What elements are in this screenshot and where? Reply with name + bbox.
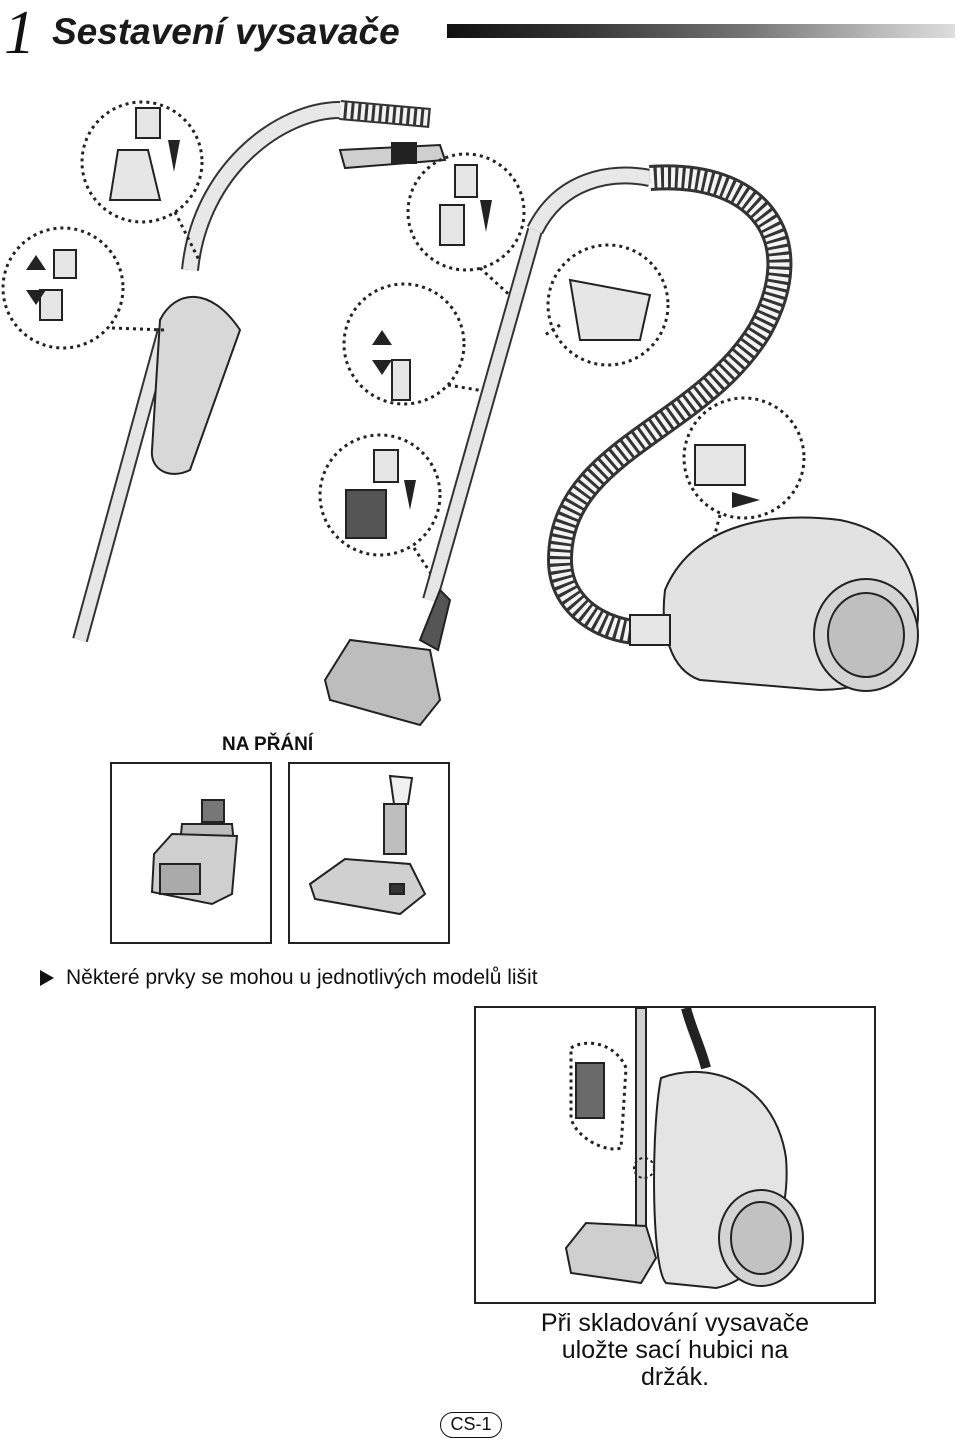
caption-line: uložte sací hubici na <box>561 1336 789 1364</box>
floor-nozzle-icon <box>308 774 427 916</box>
variation-note: Některé prvky se mohou u jednotlivých mo… <box>40 964 538 992</box>
turbo-brush-panel <box>110 762 272 944</box>
storage-caption: Při skladování vysavače uložte sací hubi… <box>514 1310 836 1391</box>
storage-illustration-panel <box>474 1006 876 1304</box>
caption-line: Při skladování vysavače <box>540 1309 810 1337</box>
page-number-badge: CS-1 <box>440 1412 502 1438</box>
triangle-bullet-icon <box>40 970 54 986</box>
caption-line: držák. <box>640 1363 710 1391</box>
title-gradient-bar <box>447 24 955 38</box>
optional-section-label: NA PŘÁNÍ <box>222 734 314 755</box>
turbo-brush-icon <box>150 799 239 906</box>
wand-assembly-illustration <box>0 90 960 730</box>
parked-vacuum-icon <box>564 1006 804 1290</box>
page-title: Sestavení vysavače <box>52 11 400 52</box>
note-text: Některé prvky se mohou u jednotlivých mo… <box>66 966 538 989</box>
floor-nozzle-panel <box>288 762 450 944</box>
chapter-number: 1 <box>4 0 35 67</box>
